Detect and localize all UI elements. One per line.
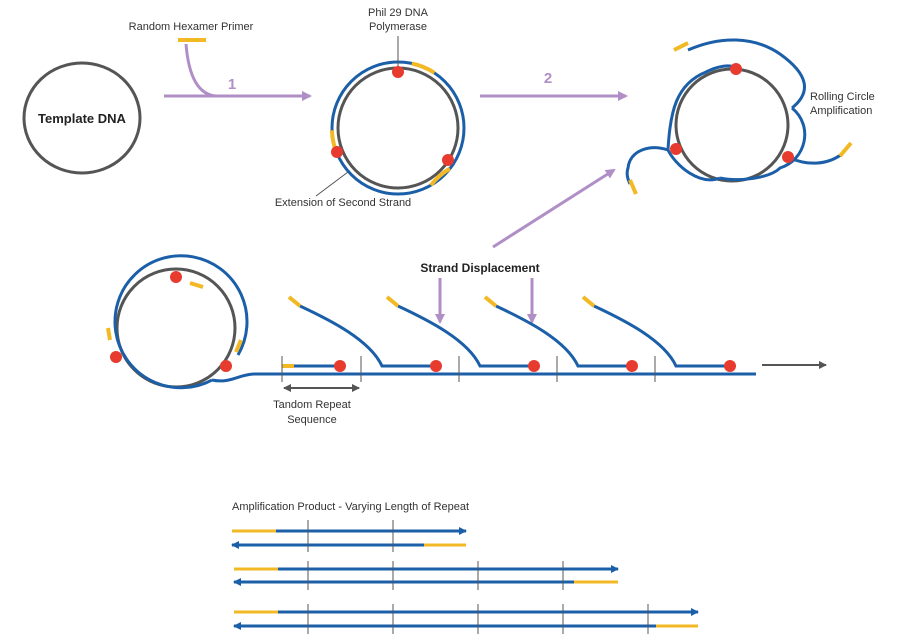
step-1: Random Hexamer Primer 1 bbox=[129, 21, 312, 101]
displaced-strand bbox=[593, 304, 730, 368]
primer-segment bbox=[106, 327, 112, 341]
polymerase bbox=[392, 66, 404, 78]
rolling-circle: Rolling Circle Amplification bbox=[625, 38, 875, 195]
random-hexamer-primer-label: Random Hexamer Primer bbox=[129, 21, 254, 33]
displaced-strand bbox=[397, 304, 534, 368]
polymerase bbox=[110, 351, 122, 363]
primer-segment bbox=[483, 295, 498, 308]
template-dna-label: Template DNA bbox=[38, 111, 126, 126]
tandem-label-line1: Tandom Repeat bbox=[273, 399, 351, 411]
polymerase bbox=[331, 146, 343, 158]
displaced-strand bbox=[495, 304, 632, 368]
rolling-label-line2: Amplification bbox=[810, 105, 872, 117]
strand-displacement-label: Strand Displacement bbox=[420, 261, 539, 275]
primer-segment bbox=[581, 295, 596, 308]
primer-curve bbox=[184, 43, 217, 98]
feedback-arrow bbox=[492, 168, 616, 249]
primer-segment bbox=[287, 295, 302, 308]
polymerase bbox=[170, 271, 182, 283]
polymerase bbox=[730, 63, 742, 75]
primer-segment bbox=[234, 339, 243, 353]
template-circle bbox=[22, 61, 142, 175]
displaced-strand bbox=[719, 106, 807, 182]
primer-segment bbox=[411, 61, 436, 75]
product-title: Amplification Product - Varying Length o… bbox=[232, 501, 469, 513]
polymerase bbox=[442, 154, 454, 166]
template-circle bbox=[336, 66, 460, 190]
extension-circle: Phil 29 DNA Polymerase Extension of Seco… bbox=[275, 7, 466, 209]
polymerase bbox=[528, 360, 540, 372]
tandem-label-line2: Sequence bbox=[287, 414, 337, 426]
primer-segment bbox=[628, 179, 638, 195]
extension-label: Extension of Second Strand bbox=[275, 197, 411, 209]
polymerase-label-line2: Polymerase bbox=[369, 21, 427, 33]
polymerase bbox=[334, 360, 346, 372]
displaced-strand bbox=[789, 152, 843, 165]
polymerase-label-line1: Phil 29 DNA bbox=[368, 7, 429, 19]
rolling-label-line1: Rolling Circle bbox=[810, 91, 875, 103]
displaced-strand bbox=[299, 304, 436, 368]
extension-pointer bbox=[315, 171, 349, 197]
template-dna: Template DNA bbox=[22, 61, 142, 175]
circle-tail bbox=[211, 372, 255, 383]
displaced-strand bbox=[687, 38, 806, 110]
strand-displacement: Strand Displacement bbox=[106, 254, 827, 426]
circle-strand bbox=[113, 254, 249, 390]
polymerase bbox=[626, 360, 638, 372]
displaced-strand bbox=[625, 146, 721, 185]
polymerase bbox=[724, 360, 736, 372]
primer-segment bbox=[673, 41, 689, 52]
polymerase bbox=[782, 151, 794, 163]
primer-segment bbox=[385, 295, 400, 308]
polymerase bbox=[220, 360, 232, 372]
primer-segment bbox=[189, 281, 204, 289]
primer-segment bbox=[429, 166, 451, 187]
polymerase bbox=[430, 360, 442, 372]
polymerase bbox=[670, 143, 682, 155]
amplification-products: Amplification Product - Varying Length o… bbox=[231, 501, 699, 634]
step-1-number: 1 bbox=[228, 76, 236, 93]
template-circle bbox=[674, 67, 790, 183]
step-2: 2 bbox=[480, 70, 628, 101]
step-2-number: 2 bbox=[544, 70, 552, 87]
displaced-strand bbox=[666, 64, 737, 151]
primer-segment bbox=[838, 141, 853, 158]
